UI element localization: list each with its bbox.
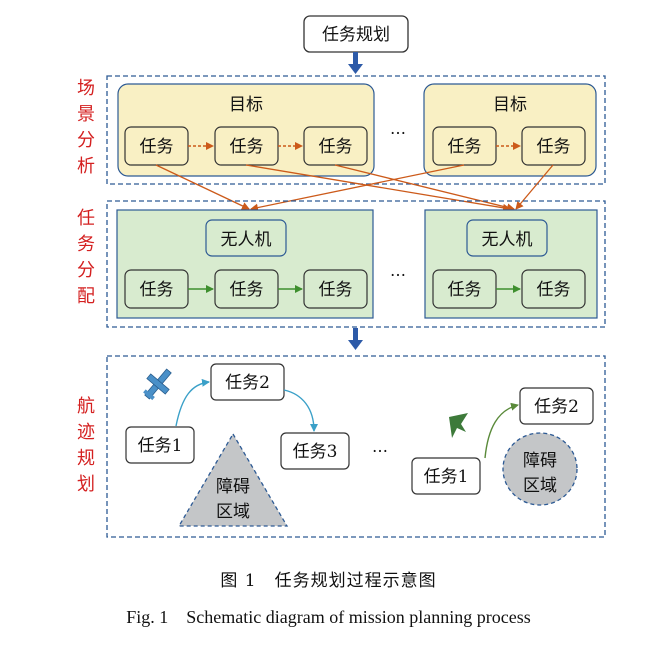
task-node: 任务 <box>140 280 174 300</box>
svg-text:区域: 区域 <box>216 502 250 522</box>
trajectory-arrow <box>484 402 519 459</box>
down-arrow-icon <box>348 52 363 74</box>
task1-node-left <box>125 426 195 464</box>
task-node: 任务 <box>319 137 353 157</box>
target-group-right: 目标 任务 任务 <box>423 83 597 177</box>
mission-planning-box: 任务规划 <box>303 15 409 53</box>
obstacle-ellipse: 障碍 区域 <box>502 432 578 506</box>
task2-node-left <box>210 363 285 401</box>
obstacle-triangle: 障碍 区域 <box>177 432 289 527</box>
svg-text:任务3: 任务3 <box>293 442 338 462</box>
trajectory-ellipsis: … <box>372 437 388 456</box>
svg-text:配: 配 <box>77 286 95 307</box>
uav-group-left: 无人机 任务 任务 任务 <box>116 209 374 319</box>
scene-ellipsis: … <box>390 119 406 138</box>
assign-ellipsis: … <box>390 261 406 280</box>
task-node: 任务 <box>448 280 482 300</box>
svg-text:任务2: 任务2 <box>225 373 270 393</box>
uav-green-icon <box>449 413 468 438</box>
figure-caption-english: Fig. 1 Schematic diagram of mission plan… <box>126 607 531 627</box>
svg-text:任务2: 任务2 <box>534 397 579 417</box>
task-allocation-side-label: 任 务 分 配 <box>77 208 95 307</box>
svg-text:区域: 区域 <box>523 476 557 496</box>
task-node: 任务 <box>140 137 174 157</box>
uav-group-right: 无人机 任务 任务 <box>424 209 598 319</box>
figure-caption-chinese: 图 1 任务规划过程示意图 <box>220 571 437 591</box>
svg-text:任务1: 任务1 <box>138 436 183 456</box>
task-node: 任务 <box>230 137 264 157</box>
task1-node-right <box>411 457 481 495</box>
svg-text:景: 景 <box>77 104 95 125</box>
svg-text:析: 析 <box>77 156 95 177</box>
scene-analysis-side-label: 场 景 分 析 <box>77 78 95 177</box>
svg-text:场: 场 <box>77 78 95 99</box>
allocation-arrows <box>155 164 554 212</box>
uav-title: 无人机 <box>482 230 533 250</box>
svg-text:规: 规 <box>77 448 95 469</box>
trajectory-planning-frame <box>106 355 606 538</box>
trajectory-arrow <box>175 378 210 427</box>
target-title: 目标 <box>229 95 263 115</box>
task3-node <box>280 432 350 470</box>
scene-analysis-frame <box>106 75 606 185</box>
task-node: 任务 <box>319 280 353 300</box>
svg-text:任: 任 <box>77 208 95 229</box>
uav-blue-icon <box>143 368 172 401</box>
svg-text:划: 划 <box>77 474 95 495</box>
svg-text:务: 务 <box>77 234 95 255</box>
svg-text:障碍: 障碍 <box>523 451 557 471</box>
svg-text:分: 分 <box>77 130 95 151</box>
svg-text:障碍: 障碍 <box>216 477 250 497</box>
svg-text:迹: 迹 <box>77 422 95 443</box>
svg-text:分: 分 <box>77 260 95 281</box>
target-title: 目标 <box>493 95 527 115</box>
task-node: 任务 <box>230 280 264 300</box>
task-allocation-frame <box>106 200 606 328</box>
uav-title: 无人机 <box>221 230 272 250</box>
task-node: 任务 <box>537 280 571 300</box>
down-arrow-icon <box>348 328 363 350</box>
svg-text:任务1: 任务1 <box>424 467 469 487</box>
trajectory-planning-side-label: 航 迹 规 划 <box>77 396 95 495</box>
task-node: 任务 <box>448 137 482 157</box>
task-node: 任务 <box>537 137 571 157</box>
svg-text:航: 航 <box>77 396 95 417</box>
mission-planning-label: 任务规划 <box>322 25 390 45</box>
trajectory-arrow <box>283 389 318 432</box>
task2-node-right <box>519 387 594 425</box>
target-group-left: 目标 任务 任务 任务 <box>117 83 375 177</box>
